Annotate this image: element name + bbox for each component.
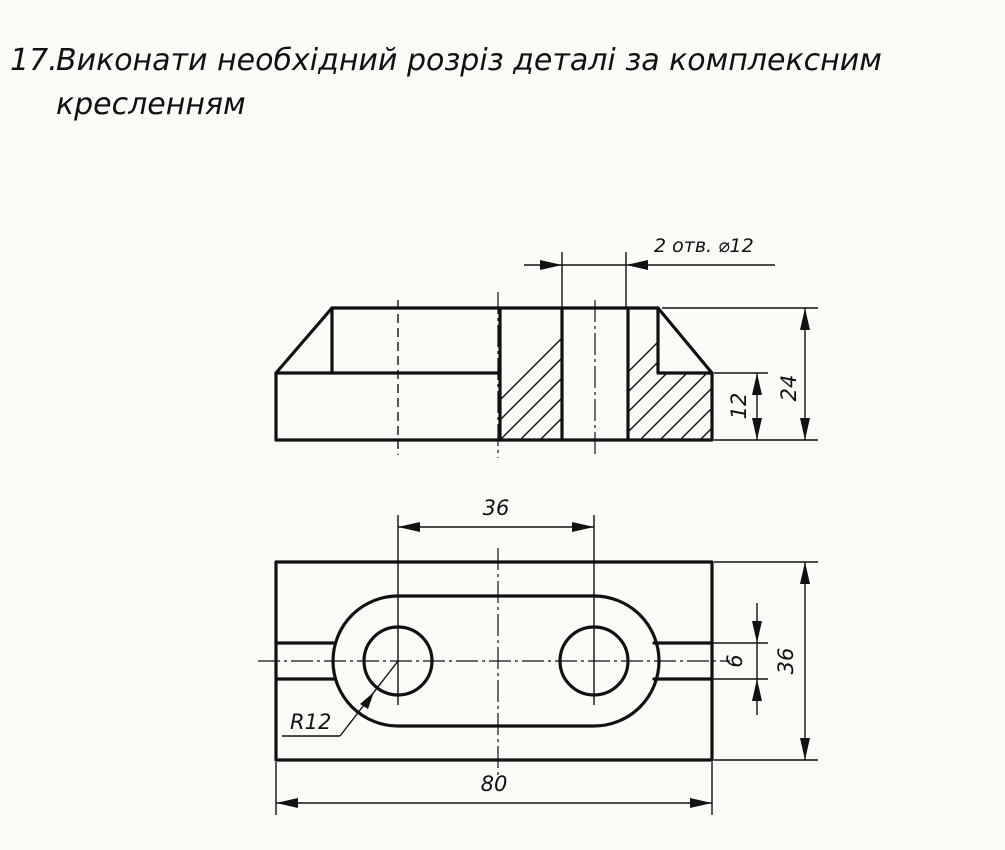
- dim-24-arrow-top: [800, 308, 810, 330]
- boss-outline: [331, 594, 661, 728]
- dim-height-step: 12: [727, 393, 751, 420]
- dim-height-total: 24: [777, 375, 801, 402]
- radius-arrow: [360, 692, 374, 709]
- dim-length-arrow-right: [690, 798, 712, 808]
- slot-left: [274, 641, 336, 681]
- task-line-2: кресленням: [56, 87, 246, 122]
- dim-36-arrow-right: [572, 522, 594, 532]
- dim-center-distance: 36: [483, 496, 510, 520]
- task-number: 17.: [10, 43, 58, 78]
- dim-slot-width: 6: [723, 654, 747, 667]
- dim-hole-arrow-left: [540, 260, 562, 270]
- slot-right: [652, 641, 714, 681]
- dim-6-arrow-top: [752, 621, 762, 643]
- front-view: 2 отв. ⌀12 24 12: [274, 235, 818, 458]
- dim-12-arrow-bottom: [752, 418, 762, 440]
- front-step-line-right: [656, 306, 714, 375]
- top-view: 36 6 36 80 R12: [258, 496, 818, 815]
- section-hatch-left: [500, 337, 562, 440]
- dim-hole-arrow-right: [626, 260, 648, 270]
- dim-holes-label: 2 отв. ⌀12: [654, 235, 754, 257]
- dim-width-arrow-top: [800, 562, 810, 584]
- dim-36-arrow-left: [398, 522, 420, 532]
- dim-6-arrow-bottom: [752, 679, 762, 701]
- dim-24-arrow-bottom: [800, 418, 810, 440]
- task-line-1: Виконати необхідний розріз деталі за ком…: [56, 43, 882, 78]
- dim-width: 36: [774, 648, 798, 675]
- dim-length: 80: [481, 772, 508, 796]
- dim-12-arrow-top: [752, 373, 762, 395]
- dim-length-arrow-left: [276, 798, 298, 808]
- dim-width-arrow-bottom: [800, 738, 810, 760]
- dim-radius: R12: [290, 710, 331, 734]
